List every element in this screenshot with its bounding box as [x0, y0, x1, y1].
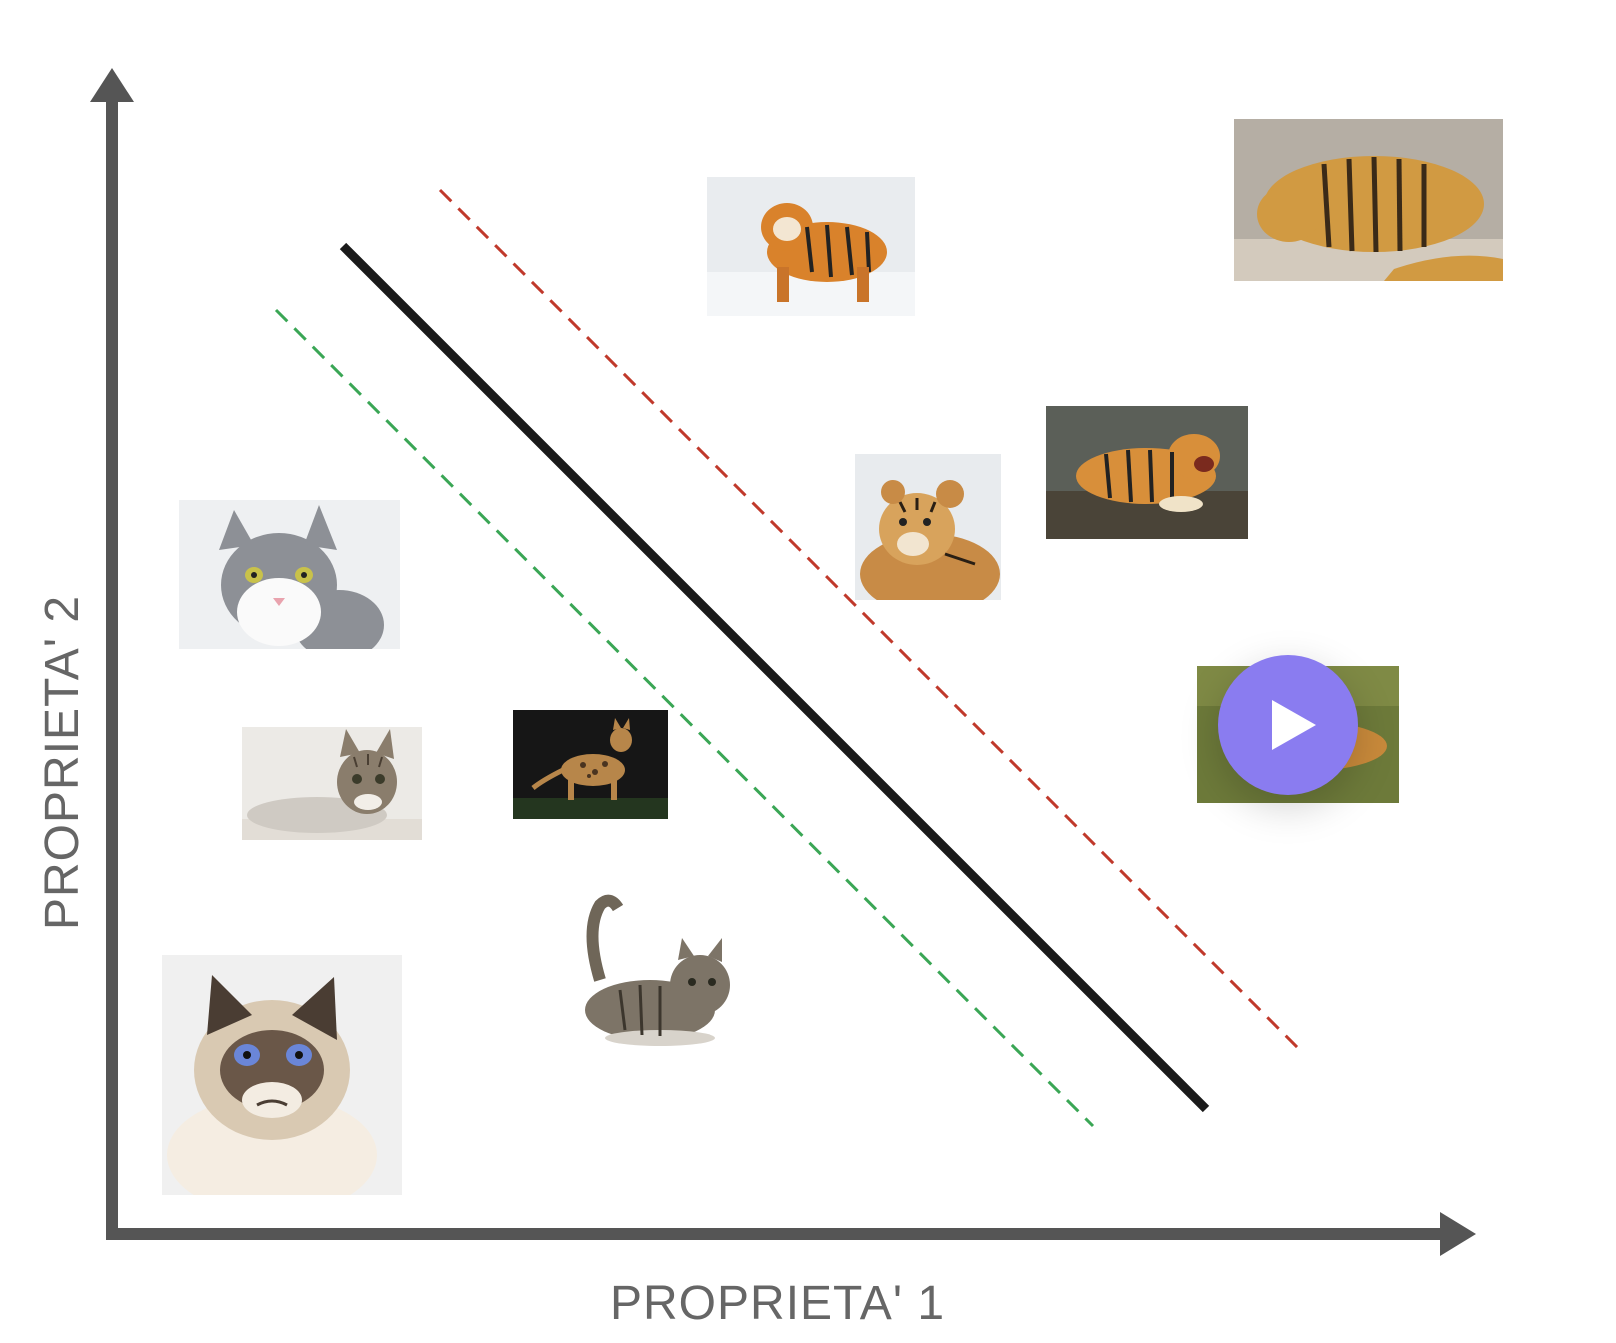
decision-boundary-line — [339, 242, 1210, 1113]
tiger-snow-photo-icon — [707, 177, 915, 316]
tiger-fat-image — [1234, 119, 1503, 281]
x-axis-label: PROPRIETA' 1 — [610, 1277, 946, 1330]
cat-tabby-lying-photo-icon — [242, 727, 422, 840]
y-axis-arrowhead — [90, 68, 134, 102]
cat-gray-white-image — [179, 500, 400, 649]
play-button[interactable] — [1218, 655, 1358, 795]
upper-margin-line — [438, 188, 1302, 1052]
cat-gray-white-photo-icon — [179, 500, 400, 649]
y-axis-label: PROPRIETA' 2 — [36, 594, 89, 930]
tiger-cub-photo-icon — [855, 454, 1001, 600]
tiger-roaring-image — [1046, 406, 1248, 539]
cat-tabby-crouching-image — [580, 890, 740, 1052]
cat-grumpy-image — [162, 955, 402, 1195]
cat-tabby-crouching-photo-icon — [580, 890, 740, 1052]
cat-tabby-lying-image — [242, 727, 422, 840]
cat-bengal-photo-icon — [513, 710, 668, 819]
x-axis-arrowhead — [1440, 1212, 1476, 1256]
cat-grumpy-photo-icon — [162, 955, 402, 1195]
cat-bengal-image — [513, 710, 668, 819]
tiger-roaring-photo-icon — [1046, 406, 1248, 539]
tiger-fat-photo-icon — [1234, 119, 1503, 281]
tiger-snow-image — [707, 177, 915, 316]
lower-margin-line — [274, 308, 1095, 1128]
tiger-cub-image — [855, 454, 1001, 600]
